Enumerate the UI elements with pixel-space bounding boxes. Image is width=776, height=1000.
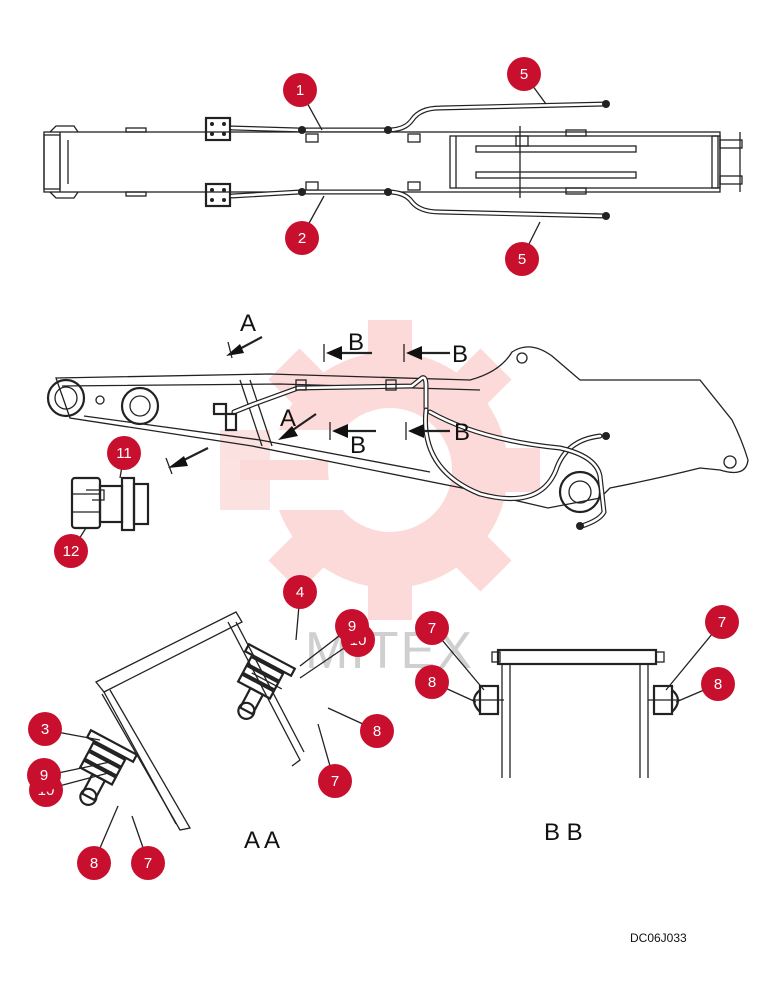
fitting-detail: [70, 476, 150, 532]
svg-text:3: 3: [41, 721, 49, 738]
svg-text:5: 5: [520, 66, 528, 83]
svg-text:12: 12: [63, 543, 80, 560]
svg-text:1: 1: [296, 82, 304, 99]
section-aa: A A: [78, 611, 305, 854]
svg-text:5: 5: [518, 251, 526, 268]
view-arrow-left: [165, 447, 209, 475]
view-arrow-a-top: A: [226, 310, 263, 359]
section-bb: B B: [472, 648, 680, 846]
svg-text:11: 11: [116, 445, 132, 462]
callout-8-bb-right[interactable]: 8: [701, 667, 735, 701]
svg-text:B: B: [452, 341, 468, 368]
boom-side-view: A A B B B B: [46, 310, 749, 530]
callout-12[interactable]: 12: [54, 534, 88, 568]
callout-9-right[interactable]: 9: [335, 609, 369, 643]
view-arrow-a-bottom: A: [278, 405, 317, 440]
boom-top-view: [43, 100, 743, 220]
callout-7-aa-right[interactable]: 7: [318, 764, 352, 798]
svg-text:B: B: [350, 432, 366, 459]
callout-7-bb-right[interactable]: 7: [705, 605, 739, 639]
callout-8-aa-left[interactable]: 8: [77, 846, 111, 880]
callout-7-aa-left[interactable]: 7: [131, 846, 165, 880]
svg-text:8: 8: [714, 676, 722, 693]
callout-2[interactable]: 2: [285, 221, 319, 255]
drawing-code: DC06J033: [630, 931, 687, 945]
svg-text:2: 2: [298, 230, 306, 247]
svg-text:7: 7: [331, 773, 339, 790]
svg-text:7: 7: [144, 855, 152, 872]
section-bb-label: B B: [544, 819, 583, 846]
view-arrow-b-2: B: [403, 341, 468, 368]
svg-text:9: 9: [40, 767, 48, 784]
callout-4[interactable]: 4: [283, 575, 317, 609]
callout-1[interactable]: 1: [283, 73, 317, 107]
svg-text:7: 7: [718, 614, 726, 631]
view-arrow-b-3: B: [329, 422, 376, 459]
svg-text:7: 7: [428, 620, 436, 637]
view-arrow-b-1: B: [323, 329, 372, 362]
callout-9-left[interactable]: 9: [27, 758, 61, 792]
callout-5-top[interactable]: 5: [507, 57, 541, 91]
svg-text:9: 9: [348, 618, 356, 635]
callout-11[interactable]: 11: [107, 436, 141, 470]
watermark-logo: [220, 320, 540, 620]
svg-text:B: B: [454, 419, 470, 446]
svg-text:A: A: [240, 310, 256, 337]
callout-7-bb-left[interactable]: 7: [415, 611, 449, 645]
svg-text:A: A: [280, 405, 296, 432]
callout-5-bottom[interactable]: 5: [505, 242, 539, 276]
svg-text:8: 8: [428, 674, 436, 691]
svg-text:8: 8: [90, 855, 98, 872]
callout-8-bb-left[interactable]: 8: [415, 665, 449, 699]
view-arrow-b-4: B: [405, 419, 470, 446]
section-aa-label: A A: [244, 827, 280, 854]
svg-text:4: 4: [296, 584, 304, 601]
callout-3[interactable]: 3: [28, 712, 62, 746]
svg-text:B: B: [348, 329, 364, 356]
svg-text:8: 8: [373, 723, 381, 740]
callout-8-aa-right[interactable]: 8: [360, 714, 394, 748]
